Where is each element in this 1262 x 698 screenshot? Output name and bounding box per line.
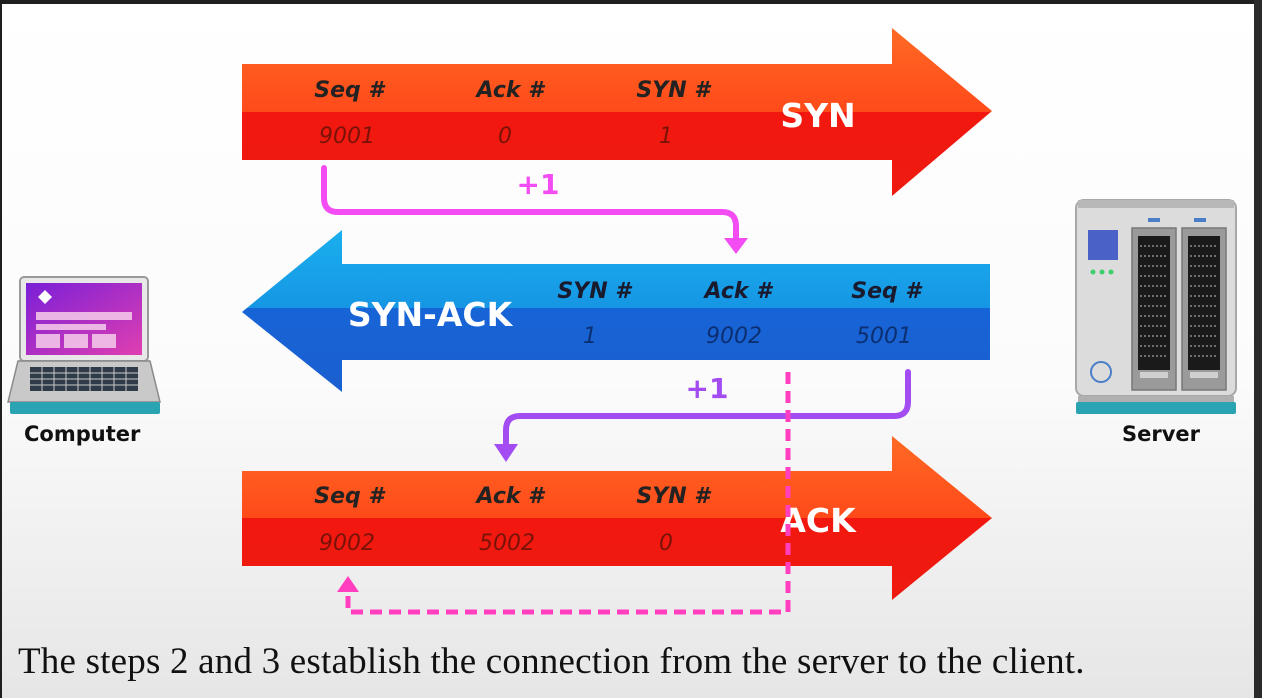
syn-field-value-ack: 0 <box>498 124 512 149</box>
ack-field-label-seq: Seq # <box>314 484 386 509</box>
syn-field-label-ack: Ack # <box>475 78 547 103</box>
ack-arrow: Seq # Ack # SYN # 9002 5002 0 ACK <box>242 436 992 600</box>
syn-arrow: Seq # Ack # SYN # 9001 0 1 SYN <box>242 28 992 196</box>
synack-field-label-syn: SYN # <box>557 279 633 304</box>
increment-label-2: +1 <box>686 372 729 405</box>
magenta-arrowhead-down <box>724 238 748 254</box>
synack-field-value-seq: 5001 <box>856 324 912 349</box>
synack-field-label-seq: Seq # <box>851 279 923 304</box>
ack-arrow-body <box>242 436 992 600</box>
increment-connector-1: +1 <box>321 165 748 254</box>
syn-field-label-syn: SYN # <box>636 78 712 103</box>
server-label: Server <box>1122 422 1201 446</box>
window-frame-top <box>0 0 1262 4</box>
increment-label-1: +1 <box>517 168 560 201</box>
syn-ack-arrow: SYN-ACK SYN # Ack # Seq # 1 9002 5001 <box>242 230 990 392</box>
syn-field-value-syn: 1 <box>659 124 673 149</box>
syn-field-label-seq: Seq # <box>314 78 386 103</box>
increment-connector-2: +1 <box>494 369 911 462</box>
purple-connector-line <box>503 369 911 449</box>
synack-field-value-syn: 1 <box>583 324 597 349</box>
pink-dashed-line <box>345 372 791 615</box>
ack-field-value-seq: 9002 <box>319 531 375 556</box>
synack-field-label-ack: Ack # <box>703 279 775 304</box>
caption-subtitle: The steps 2 and 3 establish the connecti… <box>18 641 1085 682</box>
syn-ack-arrow-body <box>242 230 990 392</box>
magenta-connector-line <box>321 165 739 243</box>
pink-arrowhead-up <box>337 576 359 592</box>
window-frame-left <box>0 0 2 698</box>
synack-field-value-ack: 9002 <box>706 324 762 349</box>
window-frame-right <box>1254 0 1262 698</box>
synack-packet-name: SYN-ACK <box>348 295 514 334</box>
syn-arrow-body <box>242 28 992 196</box>
server-icon <box>1075 199 1237 414</box>
syn-packet-name: SYN <box>780 96 855 135</box>
ack-packet-name: ACK <box>780 501 857 540</box>
purple-arrowhead-down <box>494 444 518 462</box>
syn-field-value-seq: 9001 <box>319 124 375 149</box>
computer-label: Computer <box>24 422 141 446</box>
ack-field-label-syn: SYN # <box>636 484 712 509</box>
ack-field-value-ack: 5002 <box>479 531 535 556</box>
ack-field-label-ack: Ack # <box>475 484 547 509</box>
computer-icon <box>7 276 161 414</box>
ack-field-value-syn: 0 <box>659 531 673 556</box>
dashed-connector <box>337 372 791 615</box>
